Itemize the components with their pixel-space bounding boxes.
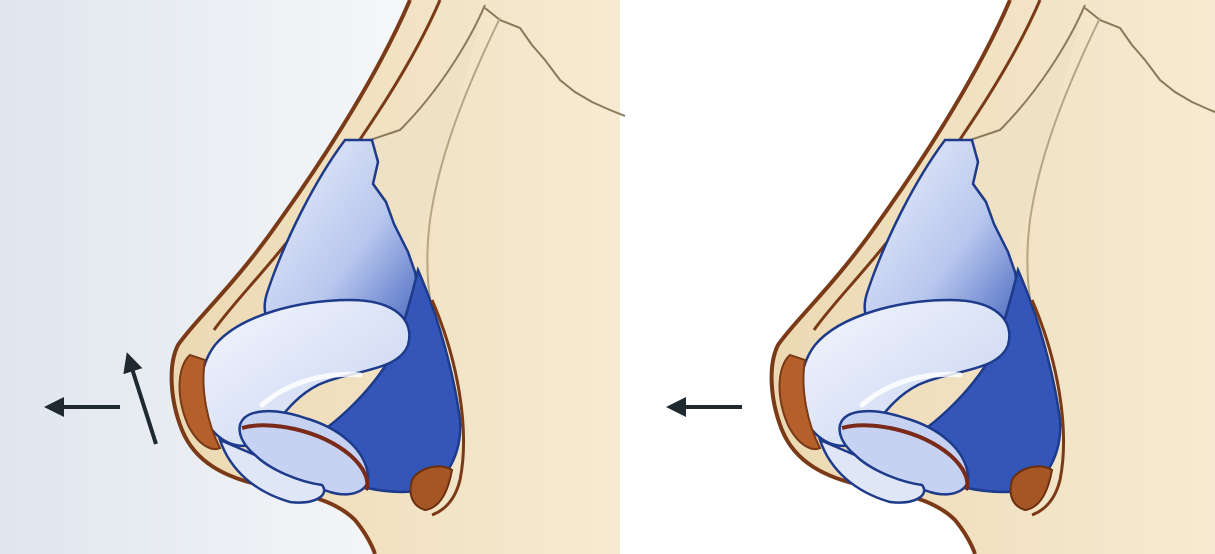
rhinoplasty-comparison-figure [0, 0, 1215, 554]
figure-canvas [0, 0, 1215, 554]
